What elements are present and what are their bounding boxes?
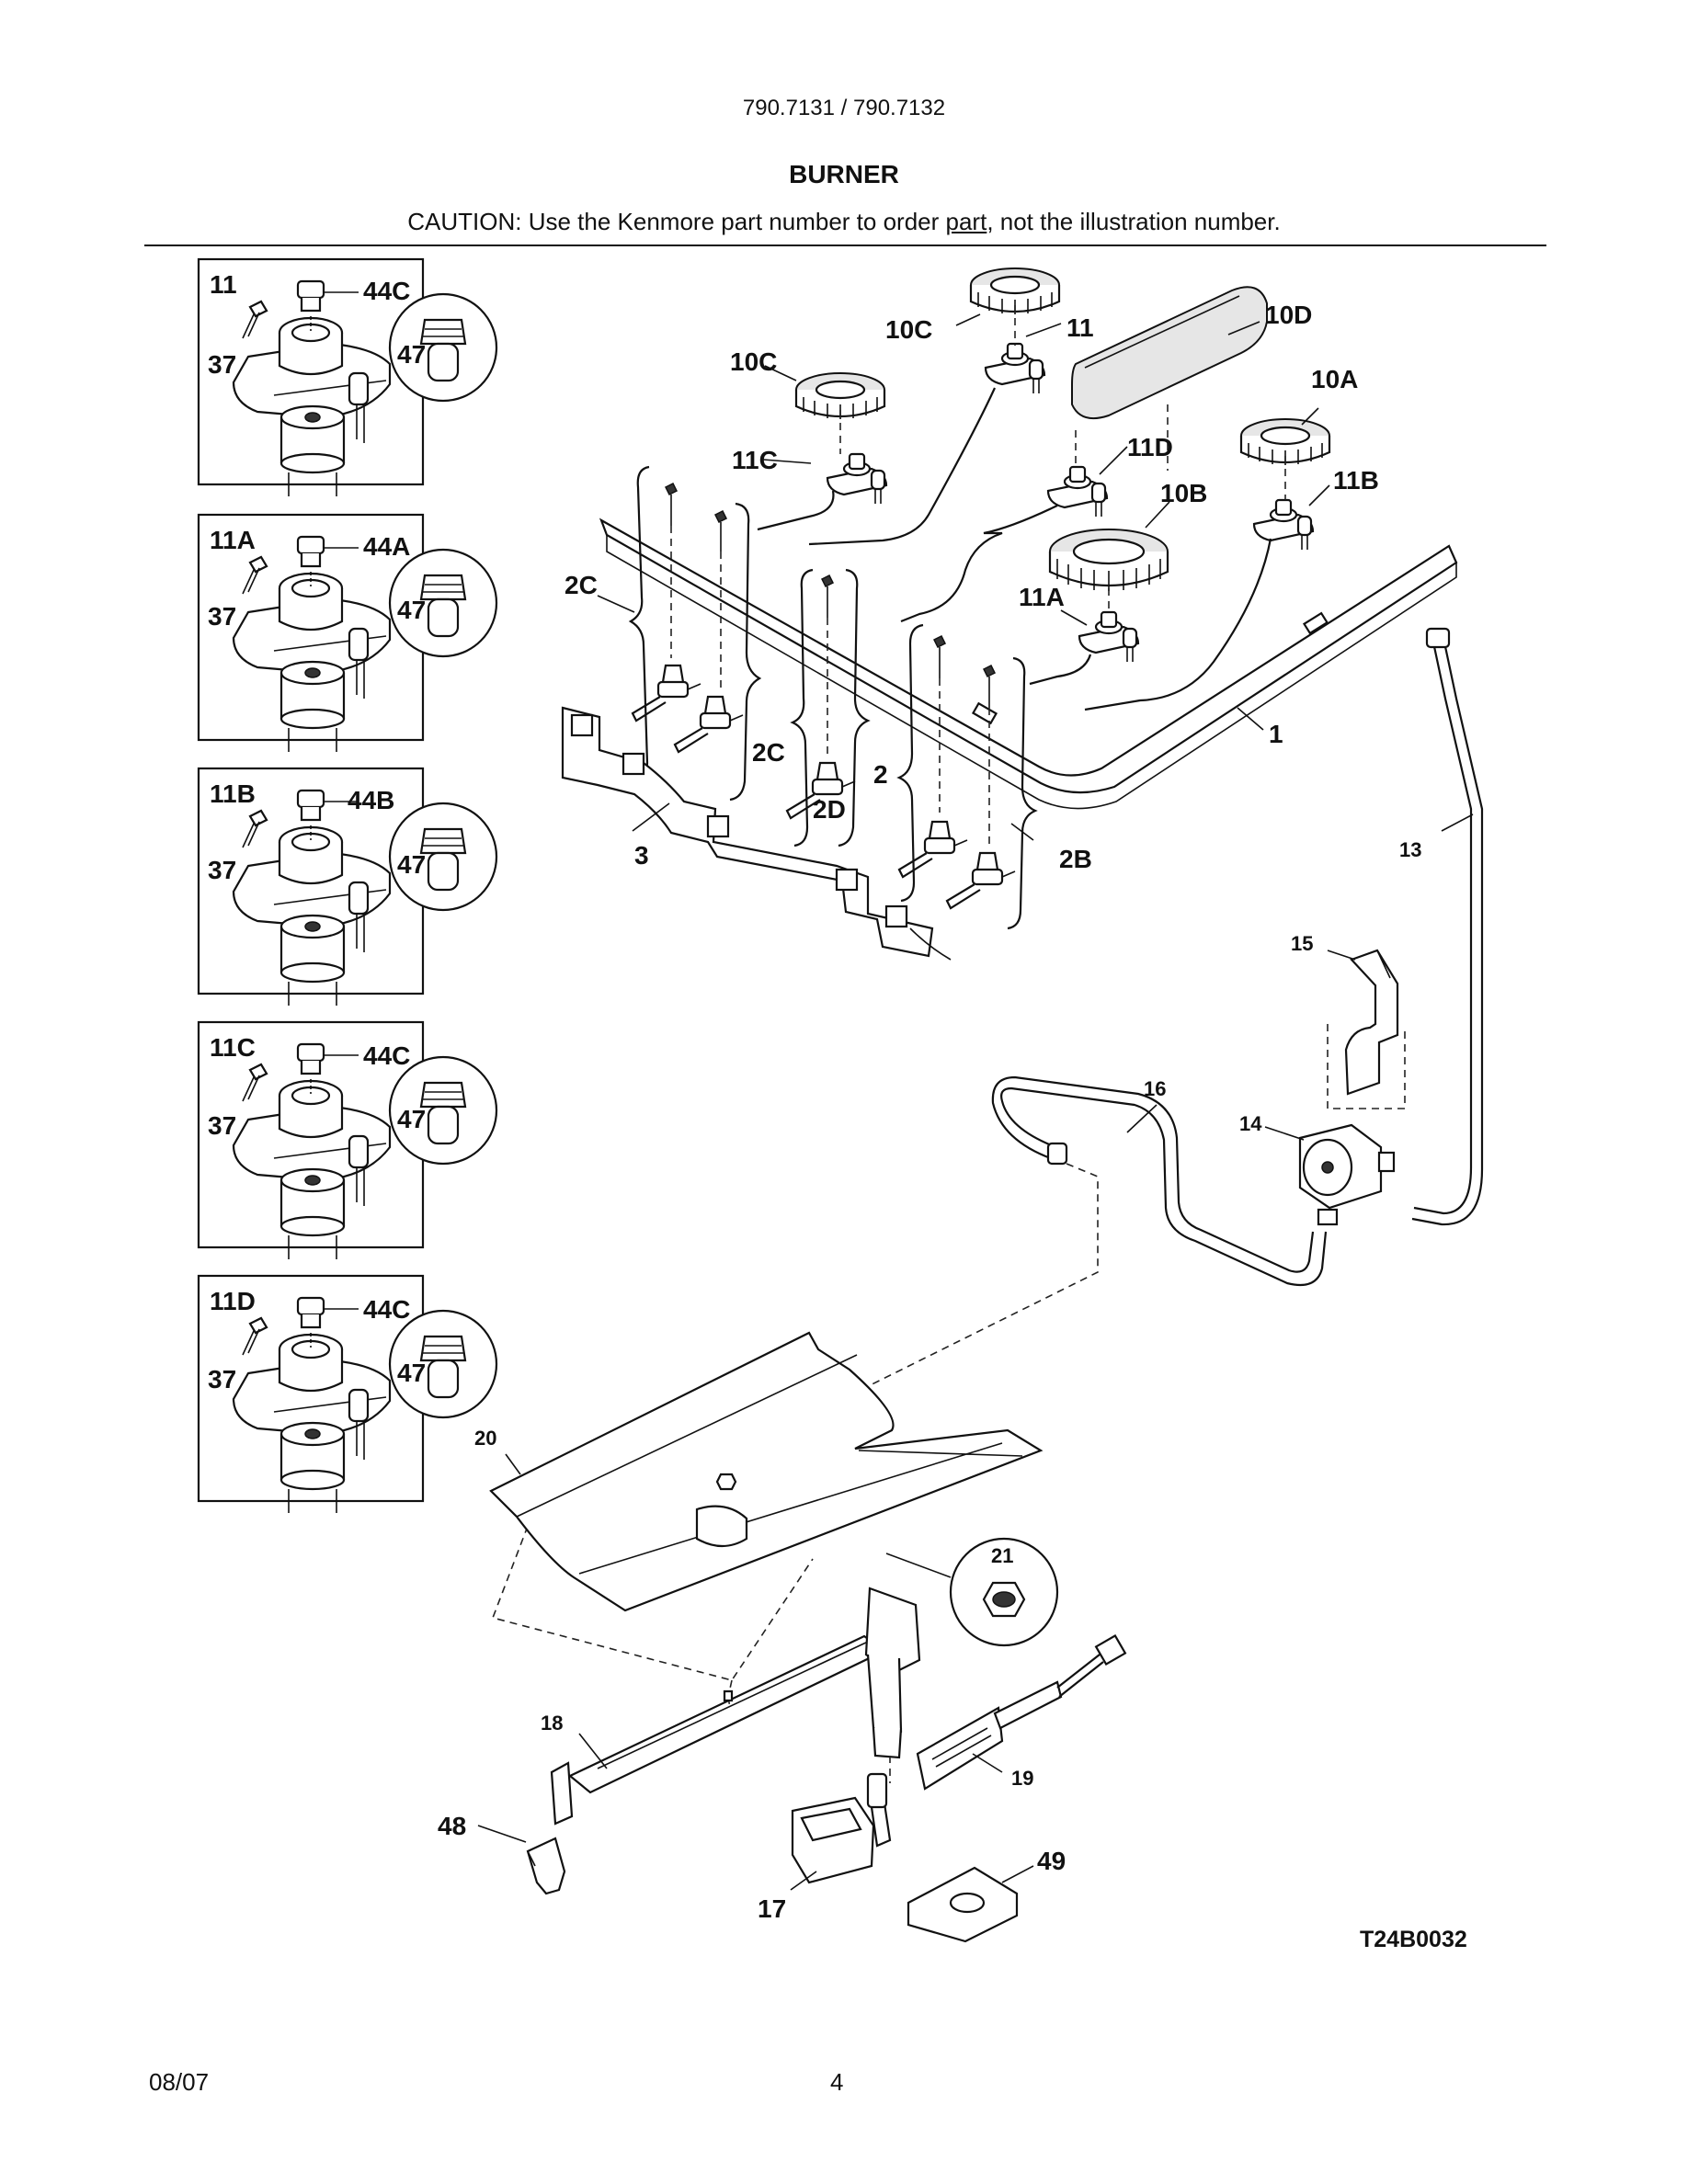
- caution-part-word: part: [945, 208, 987, 235]
- valve-bracket-3: [561, 706, 952, 961]
- valve-2: [897, 820, 969, 879]
- valve-2B: [945, 851, 1017, 910]
- drawing-code: T24B0032: [1360, 1927, 1467, 1952]
- inset-cap-11B: 44B: [348, 786, 394, 814]
- leader-lines: [477, 313, 1356, 1891]
- caution-text-start: CAUTION: Use the Kenmore part number to …: [407, 208, 946, 235]
- callout-10A: 10A: [1311, 365, 1358, 393]
- callout-11B: 11B: [1333, 466, 1379, 495]
- valve-2C-left: [631, 664, 702, 722]
- callout-2B: 2B: [1059, 845, 1092, 873]
- inset-orifice-11A: 47: [397, 596, 426, 624]
- inset-screw-11B: 37: [208, 856, 236, 884]
- burner-base-11D: [1046, 465, 1109, 518]
- inset-cap-11: 44C: [363, 277, 410, 305]
- heat-shield-20: [489, 1331, 1044, 1612]
- callout-11C: 11C: [732, 446, 778, 474]
- burner-bracket-48: [526, 1837, 566, 1895]
- supply-tube-13: [1411, 627, 1484, 1226]
- inset-cap-11C: 44C: [363, 1041, 410, 1070]
- footer-date: 08/07: [149, 2068, 210, 2096]
- callout-49: 49: [1037, 1847, 1066, 1875]
- inset-panel-11: [197, 257, 498, 498]
- callout-1: 1: [1269, 720, 1283, 748]
- callout-11A: 11A: [1019, 583, 1065, 611]
- callout-10C: 10C: [730, 347, 777, 376]
- callout-2C-right: 2C: [752, 738, 785, 767]
- model-number: 790.7131 / 790.7132: [742, 96, 946, 120]
- inset-screw-11: 37: [208, 350, 236, 379]
- burner-base-11: [984, 342, 1046, 395]
- callout-10B: 10B: [1160, 479, 1207, 507]
- callout-2D: 2D: [813, 795, 846, 824]
- page-number: 4: [830, 2068, 844, 2096]
- inset-orifice-11D: 47: [397, 1359, 426, 1387]
- pressure-regulator-14: [1298, 1123, 1396, 1226]
- callout-48: 48: [438, 1812, 466, 1840]
- regulator-bracket-15: [1344, 949, 1399, 1096]
- inset-id-11B: 11B: [210, 779, 256, 808]
- oven-burner-18: [550, 1587, 921, 1826]
- inset-screw-11C: 37: [208, 1111, 236, 1140]
- inset-id-11A: 11A: [210, 526, 256, 554]
- inset-panel-11A: [197, 513, 498, 754]
- page-title: BURNER: [789, 160, 899, 188]
- gas-manifold-1: [599, 518, 1458, 810]
- valve-2C-right: [673, 695, 745, 754]
- inset-screw-11A: 37: [208, 602, 236, 631]
- inset-panel-11B: [197, 767, 498, 1007]
- caution-note: CAUTION: Use the Kenmore part number to …: [0, 208, 1688, 236]
- burner-base-11A: [1078, 610, 1140, 664]
- caution-text-end: , not the illustration number.: [987, 208, 1281, 235]
- inset-orifice-11C: 47: [397, 1105, 426, 1133]
- burner-oval-10D: [1071, 286, 1268, 419]
- callout-13: 13: [1399, 838, 1421, 861]
- insulator-49: [907, 1866, 1019, 1943]
- callout-14: 14: [1239, 1112, 1262, 1135]
- callout-10D: 10D: [1265, 301, 1312, 329]
- callout-10C-top: 10C: [885, 315, 932, 344]
- inset-cap-11A: 44A: [363, 532, 410, 561]
- callout-20: 20: [474, 1427, 496, 1450]
- safety-valve-17: [791, 1772, 892, 1884]
- inset-id-11: 11: [210, 270, 237, 299]
- inset-orifice-11: 47: [397, 340, 426, 369]
- nut-21-detail: [885, 1537, 1059, 1647]
- header-rule: [144, 245, 1546, 246]
- inset-panel-11D: [197, 1274, 498, 1515]
- callout-11: 11: [1066, 313, 1094, 342]
- callout-2: 2: [873, 760, 888, 789]
- burner-head-10B: [1048, 528, 1169, 593]
- inset-id-11D: 11D: [210, 1287, 256, 1315]
- burner-base-11C: [826, 452, 888, 506]
- callout-17: 17: [758, 1894, 786, 1923]
- callout-21: 21: [991, 1544, 1013, 1567]
- burner-base-11B: [1252, 498, 1315, 552]
- callout-18: 18: [541, 1712, 563, 1735]
- inset-cap-11D: 44C: [363, 1295, 410, 1324]
- inset-panel-11C: [197, 1020, 498, 1261]
- inset-id-11C: 11C: [210, 1033, 256, 1062]
- regulator-tube-16: [991, 1075, 1328, 1287]
- callout-16: 16: [1144, 1077, 1166, 1100]
- inset-screw-11D: 37: [208, 1365, 236, 1393]
- inset-orifice-11B: 47: [397, 850, 426, 879]
- igniter-19: [916, 1633, 1127, 1791]
- manifold-screws: [664, 482, 997, 708]
- callout-11D: 11D: [1127, 433, 1173, 461]
- callout-3: 3: [634, 841, 649, 870]
- callout-15: 15: [1291, 932, 1313, 955]
- callout-19: 19: [1011, 1767, 1033, 1790]
- callout-2C-left: 2C: [565, 571, 598, 599]
